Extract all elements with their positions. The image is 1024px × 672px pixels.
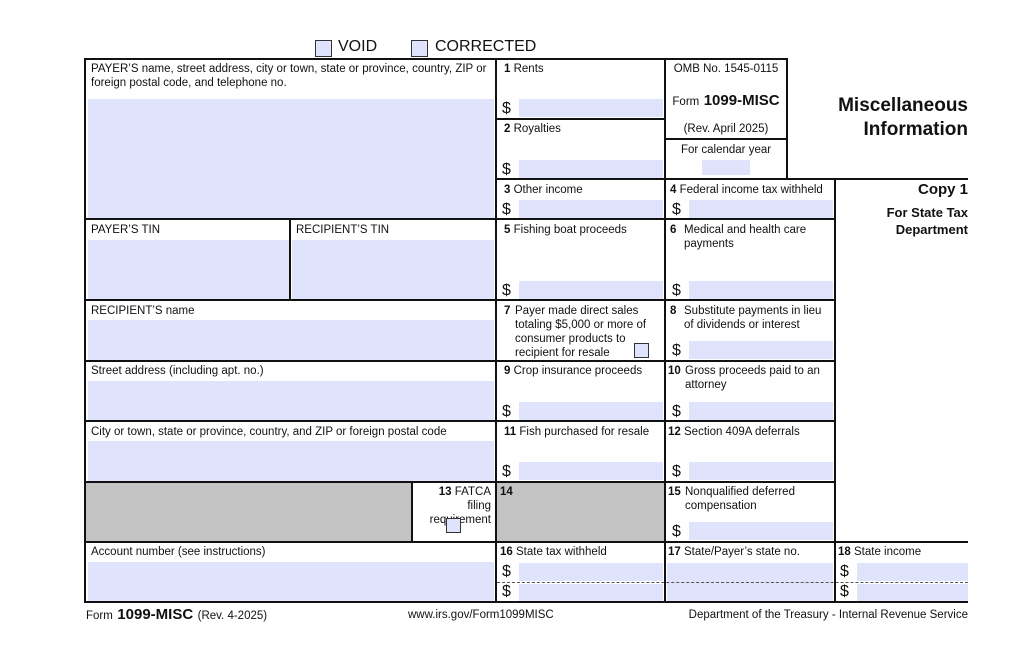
payer-label: PAYER’S name, street address, city or to… [91, 63, 487, 89]
copy-title: Copy 1 [917, 181, 968, 198]
box-10-text: Gross proceeds paid to an attorney [685, 365, 820, 391]
box-4-dollar: $ [672, 201, 681, 218]
box-12-input[interactable] [689, 462, 833, 480]
box-12-dollar: $ [672, 463, 681, 480]
box-1-label: 1 Rents [504, 63, 544, 75]
recipient-name-label: RECIPIENT’S name [91, 305, 195, 317]
recipient-tin-label: RECIPIENT’S TIN [296, 224, 390, 236]
box-10-dollar: $ [672, 403, 681, 420]
copy-line1: For State Tax [886, 205, 968, 220]
box-2-input[interactable] [519, 160, 663, 178]
footer-url: www.irs.gov/Form1099MISC [408, 609, 554, 621]
box-16-label: 16 State tax withheld [500, 546, 607, 558]
corrected-checkbox[interactable] [411, 40, 428, 57]
box-14-shaded [497, 483, 664, 542]
void-label: VOID [338, 38, 378, 55]
box-18-dollar-1: $ [840, 563, 849, 580]
box-9-input[interactable] [519, 402, 663, 420]
box-18-input-1[interactable] [857, 563, 968, 581]
account-number-label: Account number (see instructions) [91, 546, 266, 558]
box-4-input[interactable] [689, 200, 833, 218]
box-13-label: 13 FATCA filing requirement [430, 486, 491, 526]
box-7-label: 7 [504, 305, 511, 317]
city-label: City or town, state or province, country… [91, 426, 447, 438]
box-7-checkbox[interactable] [634, 343, 649, 358]
payer-tin-input[interactable] [88, 240, 289, 300]
void-checkbox[interactable] [315, 40, 332, 57]
city-input[interactable] [88, 441, 494, 481]
box-18-dollar-2: $ [840, 583, 849, 600]
box-3-label: 3 Other income [504, 184, 583, 196]
box-18-input-2[interactable] [857, 584, 968, 601]
payer-input[interactable] [88, 99, 494, 218]
box-5-label: 5 Fishing boat proceeds [504, 224, 627, 236]
box-15-dollar: $ [672, 523, 681, 540]
box-3-input[interactable] [519, 200, 663, 218]
form-name-header: Form 1099-MISC [672, 92, 780, 109]
box-9-dollar: $ [502, 403, 511, 420]
box-10-label: 10 [668, 365, 681, 377]
omb-number: OMB No. 1545-0115 [673, 63, 779, 75]
box-8-dollar: $ [672, 342, 681, 359]
box-11-dollar: $ [502, 463, 511, 480]
box-15-text: Nonqualified deferred compensation [685, 486, 795, 512]
recipient-tin-input[interactable] [292, 240, 494, 300]
box-12-label: 12 Section 409A deferrals [668, 426, 800, 438]
box-4-label: 4 Federal income tax withheld [670, 184, 823, 196]
box-5-input[interactable] [519, 281, 663, 299]
box-5-dollar: $ [502, 282, 511, 299]
shaded-area [86, 483, 411, 542]
box-6-label: 6 [670, 224, 677, 236]
box-16-input-2[interactable] [519, 584, 663, 601]
street-address-label: Street address (including apt. no.) [91, 365, 264, 377]
box-11-input[interactable] [519, 462, 663, 480]
box-18-label: 18 State income [838, 546, 922, 558]
box-16-dollar-1: $ [502, 563, 511, 580]
box-17-label: 17 State/Payer’s state no. [668, 546, 800, 558]
box-8-input[interactable] [689, 341, 833, 359]
calendar-year-input[interactable] [702, 160, 750, 175]
box-15-label: 15 [668, 486, 681, 498]
box-1-dollar: $ [502, 100, 511, 117]
account-number-input[interactable] [88, 562, 494, 601]
copy-line2: Department [895, 222, 968, 237]
box-8-text: Substitute payments in lieu of dividends… [684, 305, 822, 331]
box-14-label: 14 [500, 486, 513, 498]
box-6-dollar: $ [672, 282, 681, 299]
form-title-line1: Miscellaneous [838, 95, 968, 116]
box-2-label: 2 Royalties [504, 123, 561, 135]
box-11-label: 11 Fish purchased for resale [504, 426, 650, 438]
footer-form-name: Form 1099-MISC (Rev. 4-2025) [86, 606, 268, 623]
fatca-checkbox[interactable] [446, 518, 461, 533]
box-8-label: 8 [670, 305, 677, 317]
box-16-dollar-2: $ [502, 583, 511, 600]
box-15-input[interactable] [689, 522, 833, 540]
footer-agency: Department of the Treasury - Internal Re… [688, 609, 968, 621]
box-7-text: Payer made direct sales totaling $5,000 … [515, 305, 647, 359]
payer-tin-label: PAYER’S TIN [91, 224, 161, 236]
box-6-input[interactable] [689, 281, 833, 299]
street-address-input[interactable] [88, 381, 494, 421]
box-10-input[interactable] [689, 402, 833, 420]
box-16-input-1[interactable] [519, 563, 663, 581]
corrected-label: CORRECTED [435, 38, 537, 55]
calendar-year-label: For calendar year [680, 144, 772, 156]
form-revision: (Rev. April 2025) [683, 123, 769, 135]
box-3-dollar: $ [502, 201, 511, 218]
box-2-dollar: $ [502, 161, 511, 178]
box-6-text: Medical and health care payments [684, 224, 807, 250]
box-9-label: 9 Crop insurance proceeds [504, 365, 643, 377]
form-title-line2: Information [863, 119, 969, 140]
recipient-name-input[interactable] [88, 320, 494, 360]
box-1-input[interactable] [519, 99, 663, 117]
